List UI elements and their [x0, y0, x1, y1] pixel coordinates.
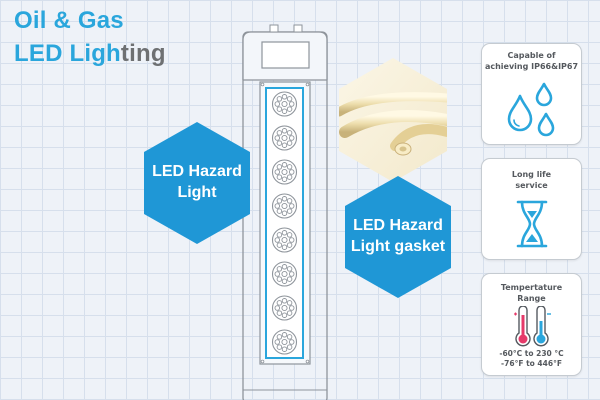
fixture-tab-left [269, 24, 279, 33]
temperature-range-fahrenheit: -76°F to 446°F [501, 359, 562, 368]
led-module [271, 91, 298, 117]
temperature-line-2: Range [517, 294, 546, 303]
led-module [271, 227, 298, 253]
feature-card-temperature: Tempertature Range -60°C to 230 °C -76°F… [481, 273, 582, 376]
temperature-range-celsius: -60°C to 230 °C [499, 349, 564, 358]
title-line-2-blue: LED Ligh [14, 40, 121, 67]
hex-light-line-1: LED Hazard [152, 163, 242, 180]
led-modules [271, 91, 298, 355]
fixture-tab-right [293, 24, 303, 33]
hex-gasket-line-1: LED Hazard [353, 217, 443, 234]
title-line-2: LED Lighting [14, 40, 166, 68]
led-module [271, 329, 298, 355]
water-drops-icon [507, 82, 555, 137]
waterproof-line-2: achieving IP66&IP67 [484, 62, 579, 71]
hex-gasket-line-2: Light gasket [350, 238, 446, 255]
fixture-window [261, 41, 310, 69]
hex-light-line-2: Light [177, 184, 217, 201]
hourglass-icon [516, 200, 548, 248]
life-line-1: Long life [511, 170, 552, 179]
title-line-2-gray: ting [120, 40, 166, 67]
led-module [271, 159, 298, 185]
temperature-line-1: Tempertature [500, 283, 563, 292]
feature-card-life: Long life service [481, 158, 582, 260]
led-module [271, 261, 298, 287]
title-line-1: Oil & Gas [14, 7, 124, 34]
led-module [271, 125, 298, 151]
waterproof-line-1: Capable of [507, 51, 556, 60]
life-line-2: service [515, 181, 548, 190]
feature-card-waterproof: Capable of achieving IP66&IP67 [481, 43, 582, 145]
led-module [271, 295, 298, 321]
led-module [271, 193, 298, 219]
thermometer-icon [514, 306, 551, 347]
